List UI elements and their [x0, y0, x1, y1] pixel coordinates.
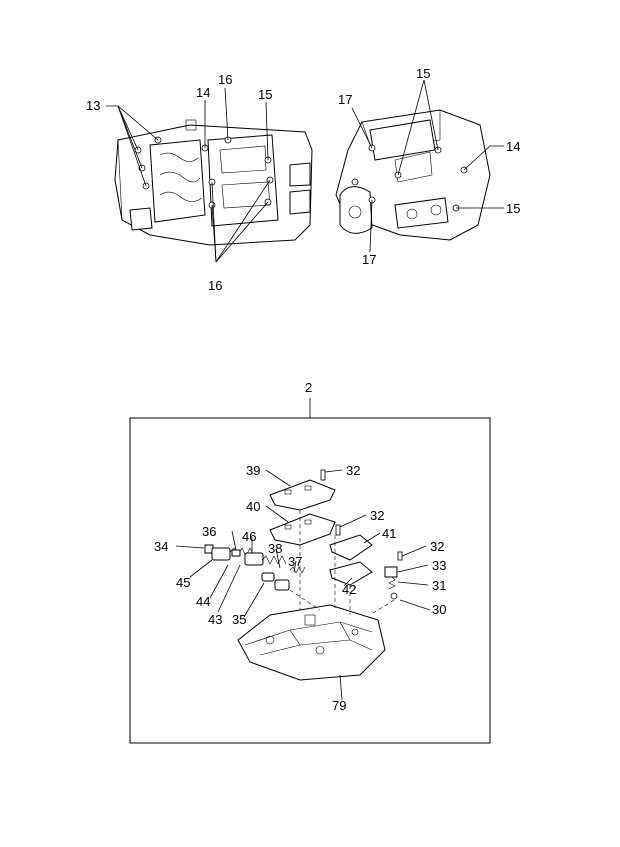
callout-15-left: 15: [258, 87, 272, 102]
callout-38: 38: [268, 541, 282, 556]
callout-31: 31: [432, 578, 446, 593]
callout-33: 33: [432, 558, 446, 573]
callout-15-top-right: 15: [416, 66, 430, 81]
callout-45: 45: [176, 575, 190, 590]
callout-39: 39: [246, 463, 260, 478]
callout-13: 13: [86, 98, 100, 113]
callout-32-middle: 32: [370, 508, 384, 523]
callout-16-bottom: 16: [208, 278, 222, 293]
callout-35: 35: [232, 612, 246, 627]
valve-spool-set: [204, 544, 398, 600]
separator-plates: [269, 469, 403, 586]
callout-15-right: 15: [506, 201, 520, 216]
callout-32-right: 32: [430, 539, 444, 554]
callout-14-right: 14: [506, 139, 520, 154]
upper-left-leaders: [106, 87, 271, 263]
upper-left-valve-body: [114, 119, 313, 246]
callout-44: 44: [196, 594, 210, 609]
upper-right-leaders: [351, 79, 504, 253]
assembly-frame: [129, 417, 491, 744]
callout-46: 46: [242, 529, 256, 544]
callout-17-bottom: 17: [362, 252, 376, 267]
lower-leaders: [175, 469, 431, 701]
callout-30: 30: [432, 602, 446, 617]
callout-40: 40: [246, 499, 260, 514]
callout-34: 34: [154, 539, 168, 554]
upper-right-valve-body: [335, 109, 491, 241]
callout-16-top: 16: [218, 72, 232, 87]
callout-42: 42: [342, 582, 356, 597]
assembly-guide-lines: [289, 510, 395, 616]
callout-14-left: 14: [196, 85, 210, 100]
callout-43: 43: [208, 612, 222, 627]
callout-41: 41: [382, 526, 396, 541]
main-valve-body: [237, 604, 386, 681]
callout-36: 36: [202, 524, 216, 539]
callout-79: 79: [332, 698, 346, 713]
callout-17-top: 17: [338, 92, 352, 107]
callout-2: 2: [305, 380, 312, 395]
callout-37: 37: [288, 554, 302, 569]
callout-32-top: 32: [346, 463, 360, 478]
